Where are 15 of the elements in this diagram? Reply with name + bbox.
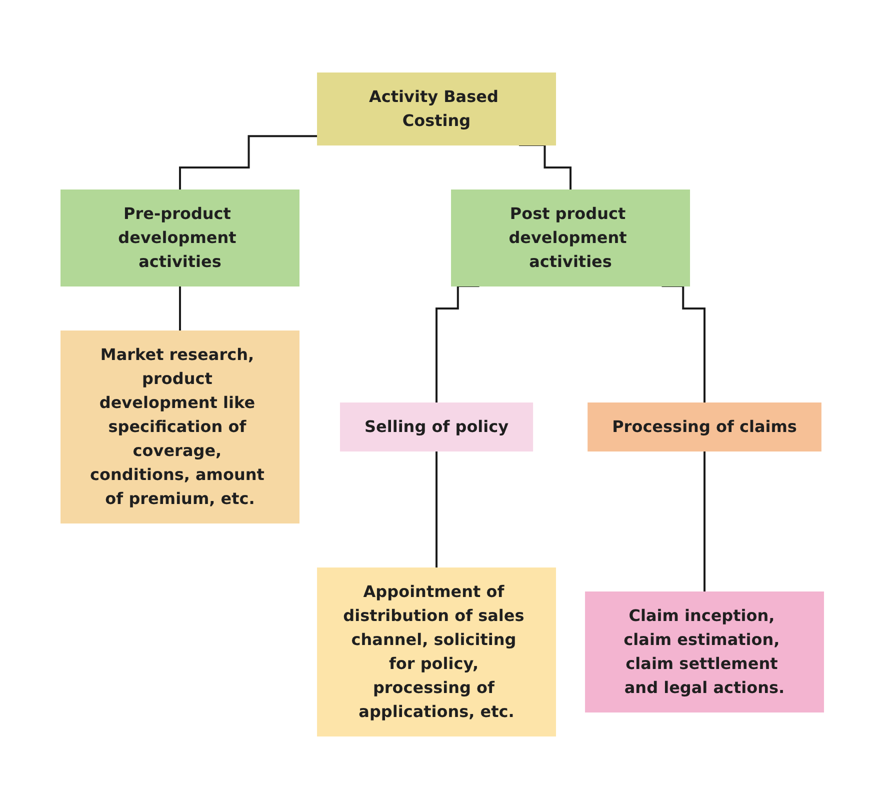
connector <box>518 144 572 190</box>
node-box: Market research, product development like specification of coverage, conditions, amount of premium, etc. <box>60 330 300 523</box>
node-box: Selling of policy <box>340 402 533 451</box>
node-box: Activity Based Costing <box>316 72 556 145</box>
connector <box>661 284 706 404</box>
connector <box>178 284 181 332</box>
connector <box>703 450 706 592</box>
connector <box>178 134 318 190</box>
connector <box>435 284 480 404</box>
node-box: Post product development activities <box>450 189 690 286</box>
node-box: Claim inception, claim estimation, claim settlement and legal actions. <box>584 591 824 712</box>
node-box: Processing of claims <box>587 402 822 451</box>
node-box: Appointment of distribution of sales channel, soliciting for policy, processing of applications, etc. <box>316 567 556 736</box>
node-box: Pre-product development activities <box>60 189 300 286</box>
connector <box>435 450 438 568</box>
